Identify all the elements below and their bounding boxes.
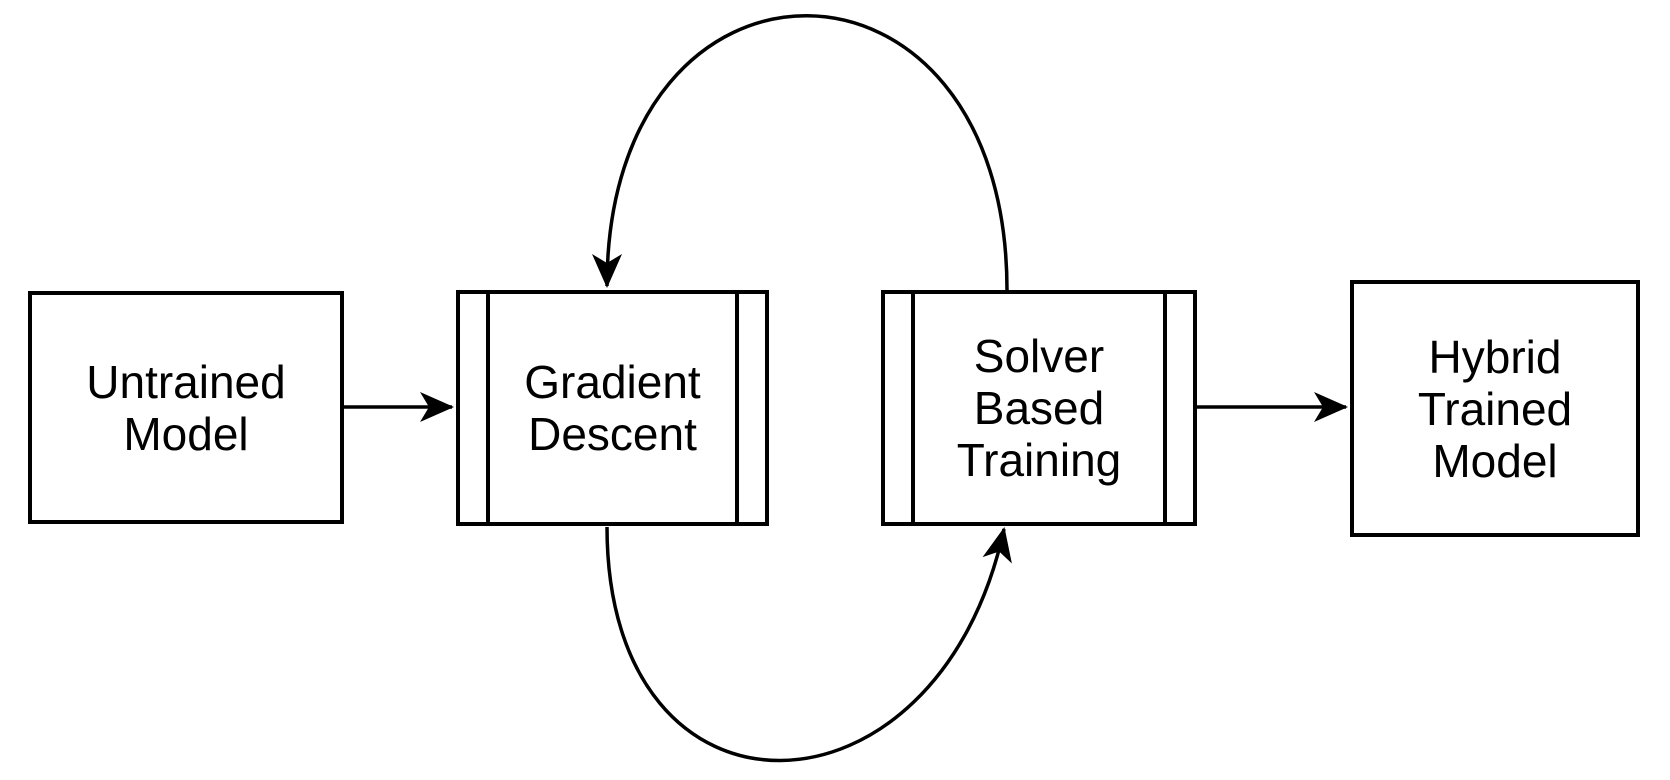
node-label-line: Hybrid [1428,330,1562,383]
edge-solver-to-gradient-top-arc [592,14,1009,291]
node-label-line: Based [973,382,1105,434]
node-gradient-descent: Gradient Descent [456,290,769,526]
node-label-line: Model [123,407,249,460]
edge-gradient-to-solver-bottom-arc [605,526,1012,763]
predefined-process-right-bar [735,294,739,522]
node-label-line: Descent [528,408,697,460]
predefined-process-left-bar [486,294,490,522]
node-hybrid-trained-model: Hybrid Trained Model [1350,280,1640,537]
predefined-process-right-bar [1163,294,1167,522]
node-label-line: Training [956,434,1122,486]
predefined-process-left-bar [911,294,915,522]
node-solver-based-training: Solver Based Training [881,290,1197,526]
node-label-line: Model [1432,434,1558,487]
node-label-line: Gradient [524,356,701,408]
node-label-line: Untrained [86,355,286,408]
node-label-line: Trained [1417,382,1573,435]
node-label-line: Solver [973,330,1105,382]
node-untrained-model: Untrained Model [28,291,344,524]
